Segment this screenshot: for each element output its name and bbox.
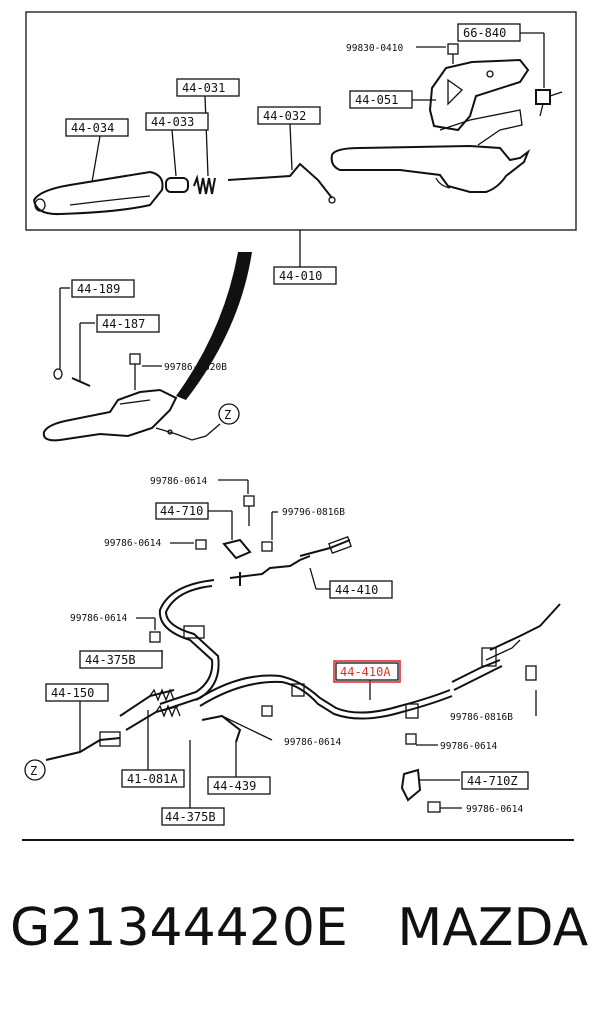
bolt-bottom-right-drawing	[427, 801, 462, 813]
svg-text:Z: Z	[30, 764, 37, 778]
bolt-right-drawing	[525, 665, 537, 716]
svg-text:44-031: 44-031	[182, 81, 225, 95]
svg-text:44-710: 44-710	[160, 504, 203, 518]
label-44-033: 44-033	[145, 112, 209, 131]
bolt-99796-drawing	[261, 511, 278, 552]
label-99796-0816b: 99796-0816B	[282, 507, 345, 518]
left-cable-ends-drawing	[45, 688, 181, 761]
label-44-710z: 44-710Z	[461, 771, 529, 790]
svg-text:44-410A: 44-410A	[340, 665, 391, 679]
lever-grip-drawing	[32, 170, 164, 216]
label-44-010: 44-010	[273, 266, 337, 285]
label-41-081a: 41-081A	[121, 769, 185, 788]
label-44-439: 44-439	[207, 776, 271, 795]
svg-text:Z: Z	[224, 408, 231, 422]
bolt-top-drawing	[218, 479, 255, 526]
label-99786-0614-c: 99786-0614	[70, 613, 127, 624]
label-44-410: 44-410	[329, 580, 393, 599]
part-caption: G21344420E MAZDA	[0, 898, 600, 978]
marker-z-top: Z	[218, 403, 240, 425]
highlight-box	[333, 660, 401, 683]
svg-text:44-187: 44-187	[102, 317, 145, 331]
label-44-410a-highlighted: 44-410A	[333, 660, 401, 683]
label-44-375b-b: 44-375B	[161, 807, 225, 826]
svg-text:44-034: 44-034	[71, 121, 114, 135]
label-99786-0614-e: 99786-0614	[440, 741, 497, 752]
switch-drawing	[520, 32, 563, 117]
clamps-drawing	[183, 625, 497, 719]
svg-text:44-710Z: 44-710Z	[467, 774, 518, 788]
label-99786-0614-a: 99786-0614	[150, 476, 207, 487]
label-44-375b-a: 44-375B	[79, 650, 163, 669]
svg-text:44-375B: 44-375B	[165, 810, 216, 824]
sleeve-drawing	[165, 177, 189, 193]
brand-name: MAZDA	[397, 898, 589, 958]
part-number: G21344420E	[10, 898, 348, 958]
label-44-150: 44-150	[45, 683, 109, 702]
label-44-051: 44-051	[349, 90, 413, 109]
label-99786-0614-d: 99786-0614	[284, 737, 341, 748]
rod-drawing	[227, 162, 336, 204]
bracket-710z-drawing	[400, 768, 460, 802]
assembly-frame	[25, 11, 577, 231]
bolt-lower-right-drawing	[405, 733, 438, 746]
label-44-031: 44-031	[176, 78, 240, 97]
spring-drawing	[193, 174, 216, 195]
svg-text:44-033: 44-033	[151, 115, 194, 129]
bracket-drawing	[428, 58, 530, 132]
svg-text:41-081A: 41-081A	[127, 772, 178, 786]
bolt-left-drawing	[170, 539, 207, 550]
label-44-189: 44-189	[71, 279, 135, 298]
label-99786-0816b: 99786-0816B	[450, 712, 513, 723]
svg-text:44-150: 44-150	[51, 686, 94, 700]
bolt-center-drawing	[221, 705, 273, 741]
lever-drawing	[42, 388, 221, 442]
svg-text:44-439: 44-439	[213, 779, 256, 793]
label-99786-0614-f: 99786-0614	[466, 804, 523, 815]
label-99830-0410: 99830-0410	[346, 43, 403, 54]
label-44-710: 44-710	[155, 502, 209, 520]
lever-body-drawing	[330, 109, 531, 193]
bolt-mid-left-drawing	[136, 617, 161, 643]
bolt-99786-0820b-drawing	[129, 353, 141, 390]
label-44-032: 44-032	[257, 106, 321, 125]
svg-text:44-189: 44-189	[77, 282, 120, 296]
marker-z-bottom: Z	[24, 759, 46, 781]
label-44-034: 44-034	[65, 118, 129, 137]
equalizer-drawing	[229, 536, 352, 586]
svg-text:66-840: 66-840	[463, 26, 506, 40]
label-99786-0820b: 99786-0820B	[164, 362, 227, 373]
label-99786-0614-b: 99786-0614	[104, 538, 161, 549]
bracket-439-drawing	[201, 714, 242, 786]
main-cable-drawing	[158, 579, 561, 720]
bolt-99830-drawing	[416, 43, 459, 64]
svg-text:44-010: 44-010	[279, 269, 322, 283]
pin-drawing	[53, 368, 91, 387]
label-44-187: 44-187	[96, 314, 160, 333]
svg-text:44-375B: 44-375B	[85, 653, 136, 667]
svg-text:44-051: 44-051	[355, 93, 398, 107]
svg-text:44-032: 44-032	[263, 109, 306, 123]
label-66-840: 66-840	[457, 23, 521, 42]
bracket-710-drawing	[208, 510, 252, 560]
svg-text:44-410: 44-410	[335, 583, 378, 597]
assembly-arrow	[176, 252, 252, 400]
